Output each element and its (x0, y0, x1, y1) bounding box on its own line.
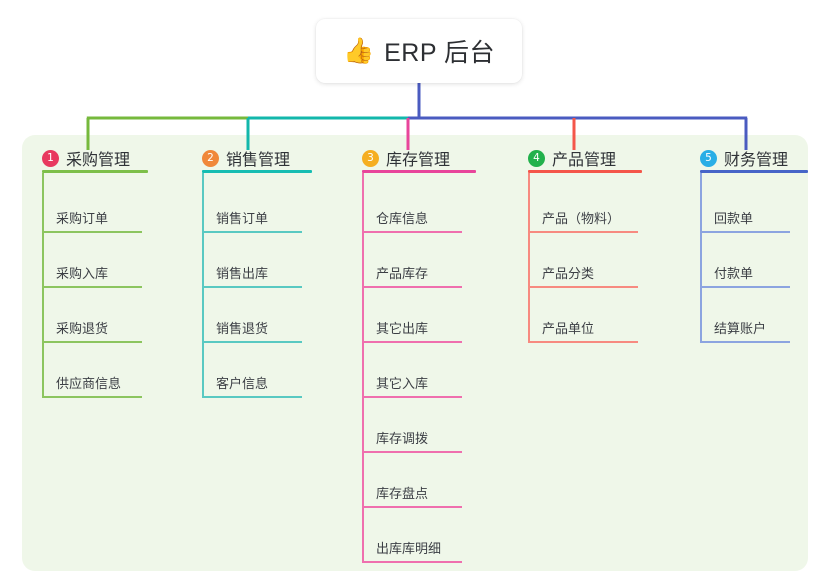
leaf-item-label: 其它出库 (376, 321, 429, 336)
branch-number-badge: 4 (528, 149, 545, 167)
leaf-item-label: 产品（物料） (542, 211, 621, 226)
leaf-item-underline (362, 561, 462, 563)
leaf-item-underline (42, 396, 142, 398)
leaf-item-label: 产品分类 (542, 266, 595, 281)
branch-header-1[interactable]: 1 采购管理 (42, 146, 130, 170)
leaf-item-underline (362, 341, 462, 343)
leaf-item[interactable]: 产品库存 (362, 266, 462, 288)
leaf-item[interactable]: 客户信息 (202, 376, 302, 398)
leaf-item[interactable]: 结算账户 (700, 321, 790, 343)
branch-column-4: 4 产品管理产品（物料） 产品分类产品单位 (528, 146, 642, 343)
leaf-item-label: 销售出库 (216, 266, 269, 281)
branch-spine (42, 173, 44, 397)
leaf-item-underline (700, 341, 790, 343)
leaf-item-underline (362, 286, 462, 288)
leaf-item-underline (42, 286, 142, 288)
branch-underline (362, 170, 476, 173)
leaf-item[interactable]: 付款单 (700, 266, 790, 288)
leaf-item-label: 库存调拨 (376, 431, 429, 446)
branch-spine (202, 173, 204, 397)
leaf-item-label: 库存盘点 (376, 486, 429, 501)
leaf-item[interactable]: 供应商信息 (42, 376, 142, 398)
leaf-item-underline (362, 506, 462, 508)
leaf-item[interactable]: 库存调拨 (362, 431, 462, 453)
leaf-item-label: 供应商信息 (56, 376, 122, 391)
leaf-item-label: 客户信息 (216, 376, 269, 391)
leaf-item[interactable]: 其它出库 (362, 321, 462, 343)
leaf-item-underline (202, 396, 302, 398)
leaf-item-underline (528, 286, 638, 288)
leaf-item-label: 其它入库 (376, 376, 429, 391)
branch-underline (42, 170, 148, 173)
branch-spine (528, 173, 530, 342)
branch-underline (528, 170, 642, 173)
root-node-card[interactable]: 👍 ERP 后台 (316, 19, 522, 83)
branch-number-badge: 1 (42, 149, 59, 167)
leaf-item-label: 销售退货 (216, 321, 269, 336)
leaf-item-label: 采购订单 (56, 211, 109, 226)
leaf-item-label: 采购入库 (56, 266, 109, 281)
leaf-item-label: 付款单 (714, 266, 754, 281)
thumbs-up-icon: 👍 (342, 36, 375, 65)
branch-title: 库存管理 (386, 152, 451, 169)
leaf-item-label: 产品单位 (542, 321, 595, 336)
branch-header-3[interactable]: 3 库存管理 (362, 146, 450, 170)
branch-title: 财务管理 (724, 152, 789, 169)
leaf-item[interactable]: 库存盘点 (362, 486, 462, 508)
leaf-item-underline (700, 286, 790, 288)
branch-header-2[interactable]: 2 销售管理 (202, 146, 290, 170)
leaf-item[interactable]: 销售出库 (202, 266, 302, 288)
branch-title: 销售管理 (226, 152, 291, 169)
leaf-item-label: 回款单 (714, 211, 754, 226)
leaf-item-label: 产品库存 (376, 266, 429, 281)
branch-header-4[interactable]: 4 产品管理 (528, 146, 616, 170)
leaf-item[interactable]: 采购入库 (42, 266, 142, 288)
leaf-item-underline (362, 231, 462, 233)
leaf-item[interactable]: 其它入库 (362, 376, 462, 398)
leaf-item-underline (362, 396, 462, 398)
branch-column-5: 5 财务管理回款单付款单结算账户 (700, 146, 808, 343)
leaf-item-label: 销售订单 (216, 211, 269, 226)
branch-spine (700, 173, 702, 342)
branch-title: 产品管理 (552, 152, 617, 169)
branch-column-2: 2 销售管理销售订单销售出库销售退货客户信息 (202, 146, 312, 398)
branch-number-badge: 3 (362, 149, 379, 167)
page-title: ERP 后台 (384, 39, 496, 67)
leaf-item-underline (202, 286, 302, 288)
branch-underline (700, 170, 808, 173)
branch-title: 采购管理 (66, 152, 131, 169)
leaf-item[interactable]: 采购退货 (42, 321, 142, 343)
branch-number-badge: 5 (700, 149, 717, 167)
branch-spine (362, 173, 364, 562)
leaf-item-underline (42, 231, 142, 233)
leaf-item[interactable]: 销售订单 (202, 211, 302, 233)
leaf-item[interactable]: 产品分类 (528, 266, 638, 288)
branch-header-5[interactable]: 5 财务管理 (700, 146, 788, 170)
leaf-item[interactable]: 产品（物料） (528, 211, 638, 233)
leaf-item-underline (202, 231, 302, 233)
leaf-item[interactable]: 仓库信息 (362, 211, 462, 233)
leaf-item-underline (202, 341, 302, 343)
branch-column-1: 1 采购管理采购订单采购入库采购退货供应商信息 (42, 146, 148, 398)
leaf-item[interactable]: 产品单位 (528, 321, 638, 343)
branch-number-badge: 2 (202, 149, 219, 167)
leaf-item[interactable]: 回款单 (700, 211, 790, 233)
branch-underline (202, 170, 312, 173)
leaf-item-underline (528, 231, 638, 233)
leaf-item-underline (700, 231, 790, 233)
branch-column-3: 3 库存管理仓库信息产品库存其它出库其它入库库存调拨库存盘点出库库明细 (362, 146, 476, 563)
leaf-item[interactable]: 销售退货 (202, 321, 302, 343)
leaf-item-label: 仓库信息 (376, 211, 429, 226)
branches-panel (22, 135, 808, 571)
leaf-item-label: 采购退货 (56, 321, 109, 336)
root-node-content: 👍 ERP 后台 (343, 33, 495, 69)
leaf-item-label: 结算账户 (714, 321, 767, 336)
leaf-item-underline (362, 451, 462, 453)
leaf-item[interactable]: 出库库明细 (362, 541, 462, 563)
leaf-item-underline (528, 341, 638, 343)
leaf-item-label: 出库库明细 (376, 541, 442, 556)
leaf-item[interactable]: 采购订单 (42, 211, 142, 233)
leaf-item-underline (42, 341, 142, 343)
